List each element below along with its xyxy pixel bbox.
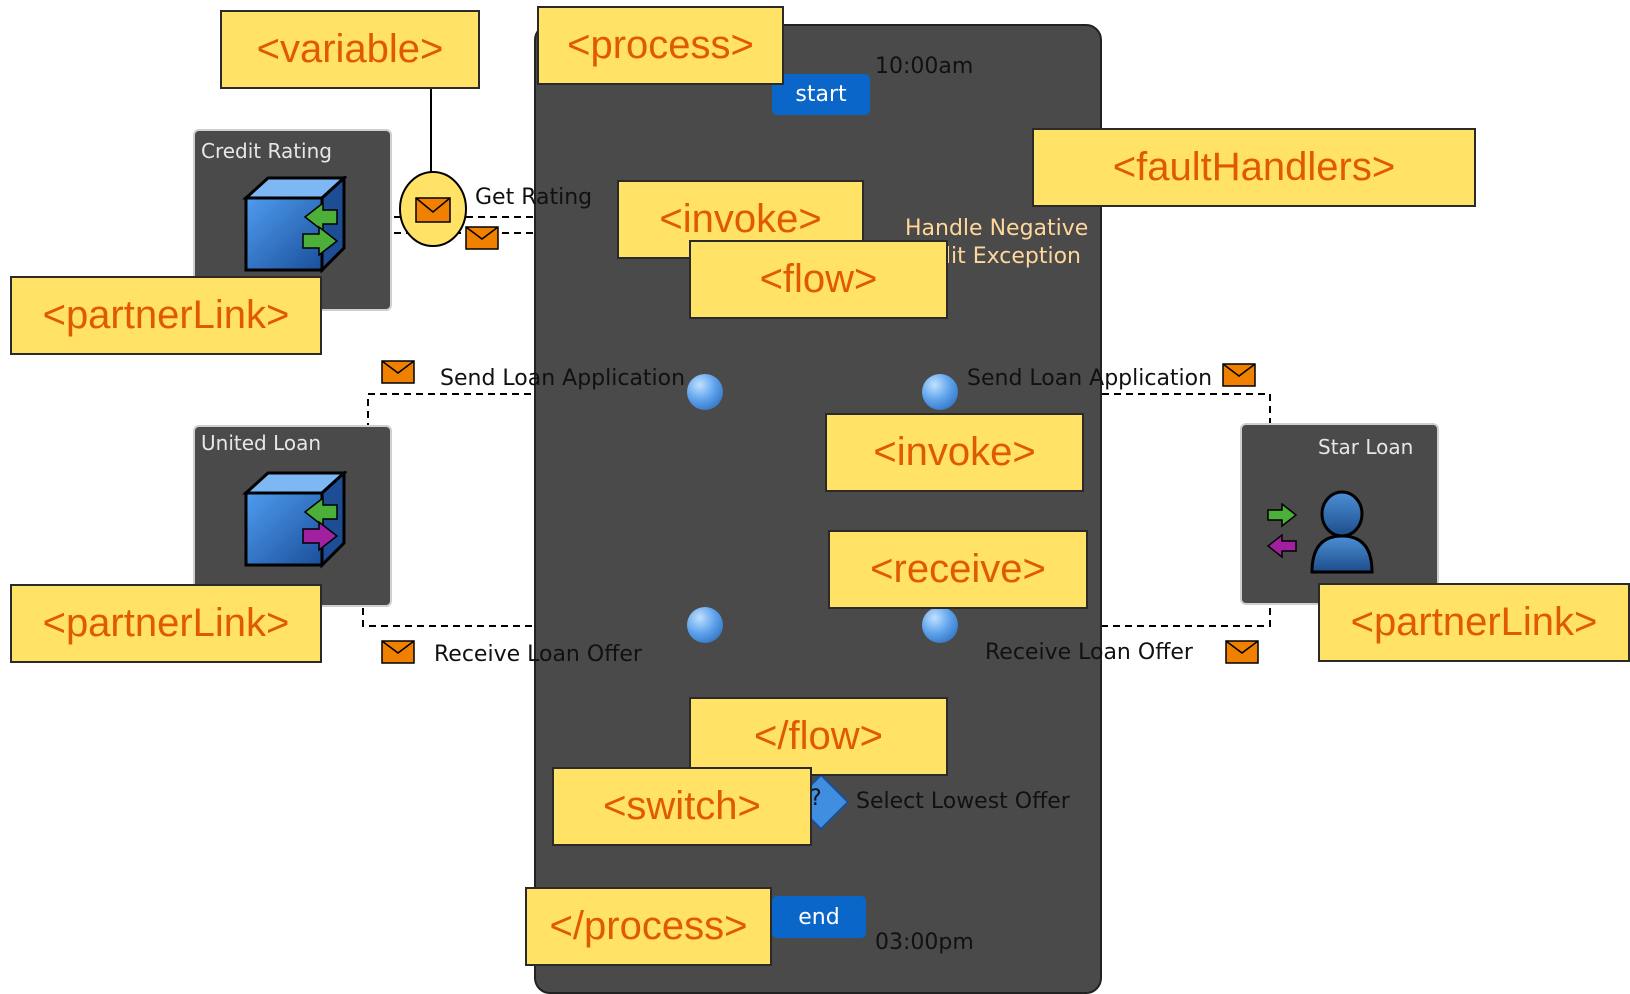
envelope-icon xyxy=(1225,640,1259,664)
tag-switch[interactable]: <switch> xyxy=(552,767,812,846)
fault-handler-text-1: Handle Negative xyxy=(905,216,1089,241)
send-loan-right-line xyxy=(958,393,1275,464)
partner-title: Credit Rating xyxy=(201,139,332,163)
envelope-icon xyxy=(1222,363,1256,387)
start-time: 10:00am xyxy=(875,54,974,79)
fault-handler-text-2: dit Exception xyxy=(937,244,1081,269)
receive-node-right[interactable] xyxy=(922,607,958,643)
service-cube-icon xyxy=(242,176,347,274)
tag-flow-open[interactable]: <flow> xyxy=(689,240,948,319)
envelope-icon xyxy=(381,640,415,664)
tag-partner-link-star[interactable]: <partnerLink> xyxy=(1318,583,1630,662)
tag-invoke-star[interactable]: <invoke> xyxy=(825,413,1084,492)
send-loan-left-label: Send Loan Application xyxy=(440,366,686,391)
envelope-icon xyxy=(465,226,499,250)
tag-process[interactable]: <process> xyxy=(537,6,784,85)
tag-receive[interactable]: <receive> xyxy=(828,530,1088,609)
end-node[interactable]: end xyxy=(772,896,866,938)
send-node-left[interactable] xyxy=(687,374,723,410)
start-node[interactable]: start xyxy=(772,74,870,115)
send-node-right[interactable] xyxy=(922,374,958,410)
receive-node-left[interactable] xyxy=(687,607,723,643)
receive-loan-right-label: Receive Loan Offer xyxy=(985,640,1193,665)
partner-title: United Loan xyxy=(201,431,322,455)
switch-mark: ? xyxy=(810,786,822,811)
process-container xyxy=(534,24,1102,994)
get-rating-label: Get Rating xyxy=(475,185,593,210)
end-time: 03:00pm xyxy=(875,930,974,955)
tag-flow-close[interactable]: </flow> xyxy=(689,697,948,776)
send-loan-right-label: Send Loan Application xyxy=(967,366,1213,391)
tag-process-close[interactable]: </process> xyxy=(525,887,772,966)
tag-fault-handlers[interactable]: <faultHandlers> xyxy=(1032,128,1476,207)
service-cube-icon xyxy=(242,471,347,569)
partner-title: Star Loan xyxy=(1318,435,1414,459)
variable-icon[interactable] xyxy=(398,170,468,248)
select-lowest-label: Select Lowest Offer xyxy=(856,789,1070,814)
tag-partner-link-united[interactable]: <partnerLink> xyxy=(10,584,322,663)
envelope-icon xyxy=(381,360,415,384)
person-icon xyxy=(1266,490,1374,574)
tag-partner-link-credit[interactable]: <partnerLink> xyxy=(10,276,322,355)
tag-variable[interactable]: <variable> xyxy=(220,10,480,89)
receive-loan-left-label: Receive Loan Offer xyxy=(434,642,642,667)
